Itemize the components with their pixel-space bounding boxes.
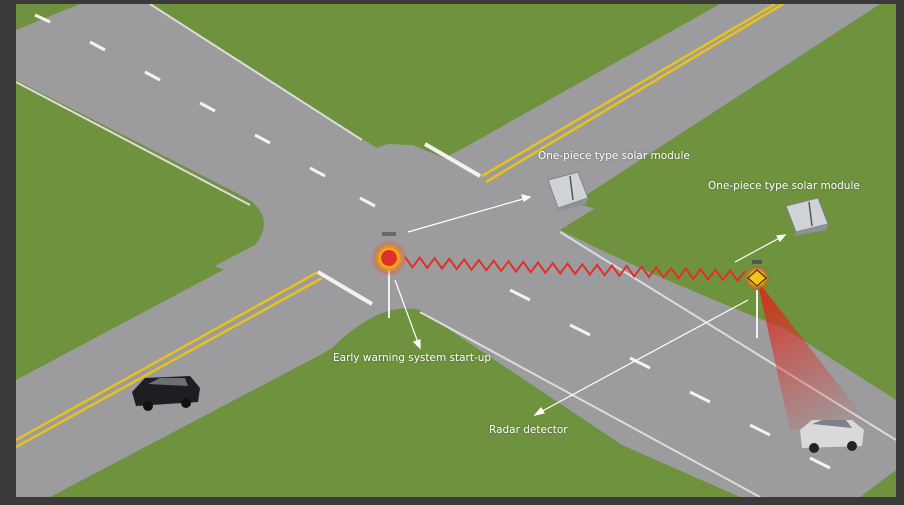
early-warning-label: Early warning system start-up — [333, 352, 491, 364]
solar-module-label: One-piece type solar module — [538, 150, 690, 162]
solar-module-label: One-piece type solar module — [708, 180, 860, 192]
radar-detector-label: Radar detector — [489, 424, 568, 436]
